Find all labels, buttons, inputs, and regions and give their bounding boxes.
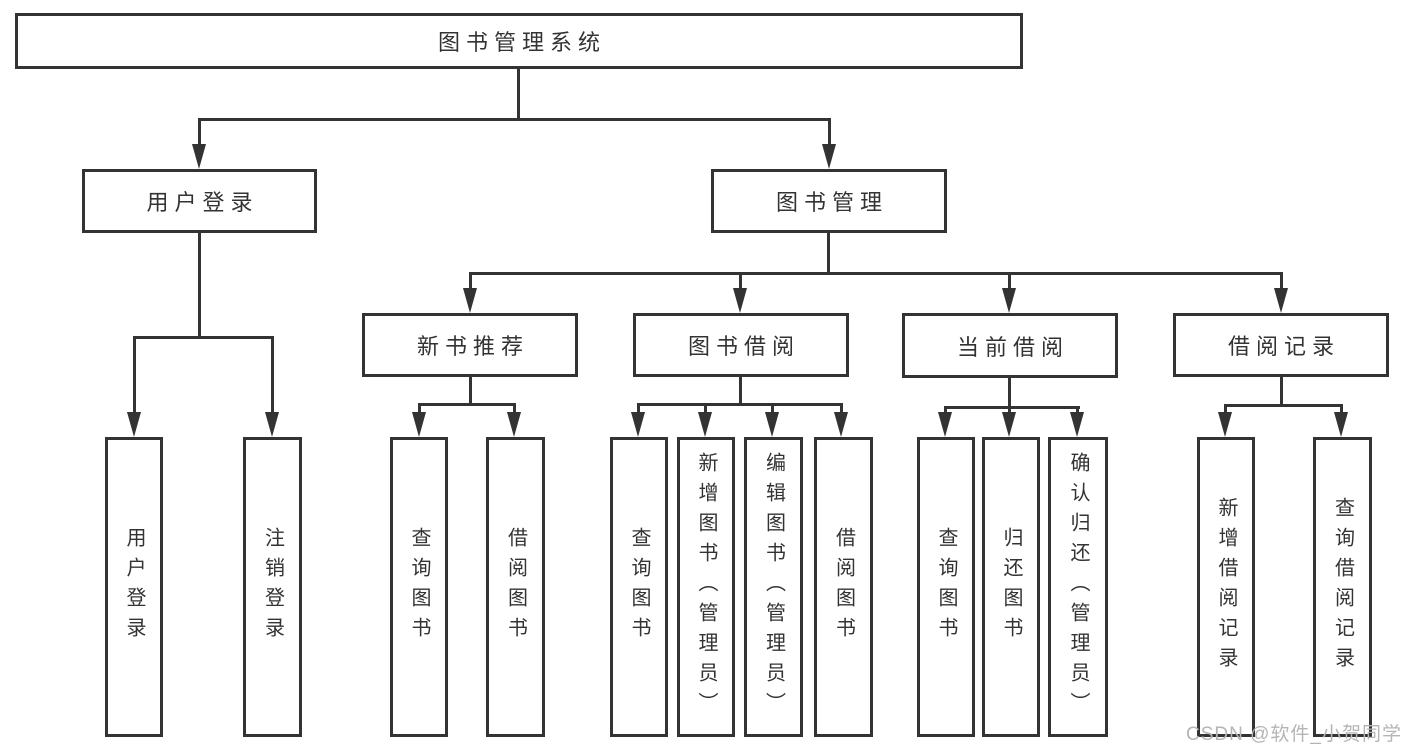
arrow-down-icon xyxy=(507,412,521,437)
connector-line xyxy=(469,377,472,406)
arrow-down-icon xyxy=(412,412,426,437)
node-new-book-recommend: 新书推荐 xyxy=(362,313,578,377)
connector-line xyxy=(271,336,274,415)
connector-line xyxy=(1008,406,1011,415)
node-label: 用户登录 xyxy=(123,527,145,647)
connector-line xyxy=(517,69,520,120)
connector-line xyxy=(1280,272,1283,291)
connector-line xyxy=(944,406,1080,409)
connector-line xyxy=(1224,404,1227,415)
node-label: 查询图书 xyxy=(935,527,957,647)
node-label: 借阅图书 xyxy=(832,527,855,647)
node-label: 图书管理 xyxy=(775,190,888,215)
leaf-edit-book-admin: 编辑图书（管理员） xyxy=(744,437,803,737)
connector-line xyxy=(637,403,640,415)
node-label: 新增图书（管理员） xyxy=(695,452,717,722)
connector-line xyxy=(944,406,947,415)
connector-line xyxy=(469,272,472,291)
node-label: 借阅记录 xyxy=(1227,334,1340,359)
node-label: 查询图书 xyxy=(408,527,430,647)
connector-line xyxy=(198,118,831,121)
leaf-add-book-admin: 新增图书（管理员） xyxy=(677,437,735,737)
node-borrowing-records: 借阅记录 xyxy=(1173,313,1389,377)
node-book-management: 图书管理 xyxy=(711,169,947,233)
leaf-return-books: 归还图书 xyxy=(982,437,1040,737)
connector-line xyxy=(1340,404,1343,415)
connector-line xyxy=(771,403,774,415)
node-label: 查询借阅记录 xyxy=(1331,497,1354,677)
arrow-down-icon xyxy=(1002,412,1016,437)
connector-line xyxy=(1008,272,1011,291)
node-label: 归还图书 xyxy=(1000,527,1022,647)
connector-line xyxy=(828,118,831,146)
arrow-down-icon xyxy=(733,288,747,313)
node-label: 用户登录 xyxy=(146,190,259,215)
connector-line xyxy=(513,403,516,415)
connector-line xyxy=(133,336,274,339)
node-current-borrowing: 当前借阅 xyxy=(902,313,1118,378)
node-label: 当前借阅 xyxy=(956,334,1069,360)
arrow-down-icon xyxy=(1070,412,1084,437)
node-system-root: 图书管理系统 xyxy=(15,13,1023,69)
leaf-query-books-borrowing: 查询图书 xyxy=(610,437,668,737)
node-label: 图书借阅 xyxy=(687,334,800,359)
arrow-down-icon xyxy=(765,412,779,437)
arrow-down-icon xyxy=(1218,412,1232,437)
connector-line xyxy=(840,403,843,415)
connector-line xyxy=(198,233,201,339)
connector-line xyxy=(1224,404,1343,407)
connector-line xyxy=(198,118,201,146)
node-label: 新书推荐 xyxy=(416,334,529,359)
arrow-down-icon xyxy=(822,144,836,169)
arrow-down-icon xyxy=(1334,412,1348,437)
connector-line xyxy=(1008,378,1011,409)
node-label: 注销登录 xyxy=(261,527,284,647)
leaf-user-login: 用户登录 xyxy=(105,437,163,737)
arrow-down-icon xyxy=(1274,288,1288,313)
arrow-down-icon xyxy=(265,412,279,437)
leaf-confirm-return-admin: 确认归还（管理员） xyxy=(1048,437,1108,737)
arrow-down-icon xyxy=(192,144,206,169)
node-label: 借阅图书 xyxy=(504,527,527,647)
leaf-borrow-books-borrowing: 借阅图书 xyxy=(814,437,873,737)
node-label: 查询图书 xyxy=(628,527,650,647)
node-label: 编辑图书（管理员） xyxy=(762,452,785,722)
arrow-down-icon xyxy=(631,412,645,437)
node-label: 图书管理系统 xyxy=(437,30,606,55)
connector-line xyxy=(1280,377,1283,407)
node-label: 确认归还（管理员） xyxy=(1067,452,1089,722)
leaf-add-borrow-record: 新增借阅记录 xyxy=(1197,437,1255,737)
leaf-query-books-recommend: 查询图书 xyxy=(390,437,448,737)
node-label: 新增借阅记录 xyxy=(1215,497,1237,677)
connector-line xyxy=(418,403,516,406)
connector-line xyxy=(739,377,742,406)
leaf-query-borrow-record: 查询借阅记录 xyxy=(1313,437,1372,737)
leaf-query-books-current: 查询图书 xyxy=(917,437,975,737)
node-book-borrowing: 图书借阅 xyxy=(633,313,849,377)
connector-line xyxy=(133,336,136,415)
arrow-down-icon xyxy=(127,412,141,437)
connector-line xyxy=(469,272,1283,275)
connector-line xyxy=(704,403,707,415)
arrow-down-icon xyxy=(698,412,712,437)
arrow-down-icon xyxy=(938,412,952,437)
node-user-login: 用户登录 xyxy=(82,169,317,233)
connector-line xyxy=(1076,406,1079,415)
leaf-borrow-books-recommend: 借阅图书 xyxy=(486,437,545,737)
connector-line xyxy=(739,272,742,291)
arrow-down-icon xyxy=(463,288,477,313)
connector-line xyxy=(637,403,843,406)
arrow-down-icon xyxy=(834,412,848,437)
arrow-down-icon xyxy=(1002,288,1016,313)
csdn-watermark: CSDN @软件_小贺同学 xyxy=(1186,724,1402,745)
connector-line xyxy=(827,233,830,275)
leaf-logout: 注销登录 xyxy=(243,437,302,737)
connector-line xyxy=(418,403,421,415)
